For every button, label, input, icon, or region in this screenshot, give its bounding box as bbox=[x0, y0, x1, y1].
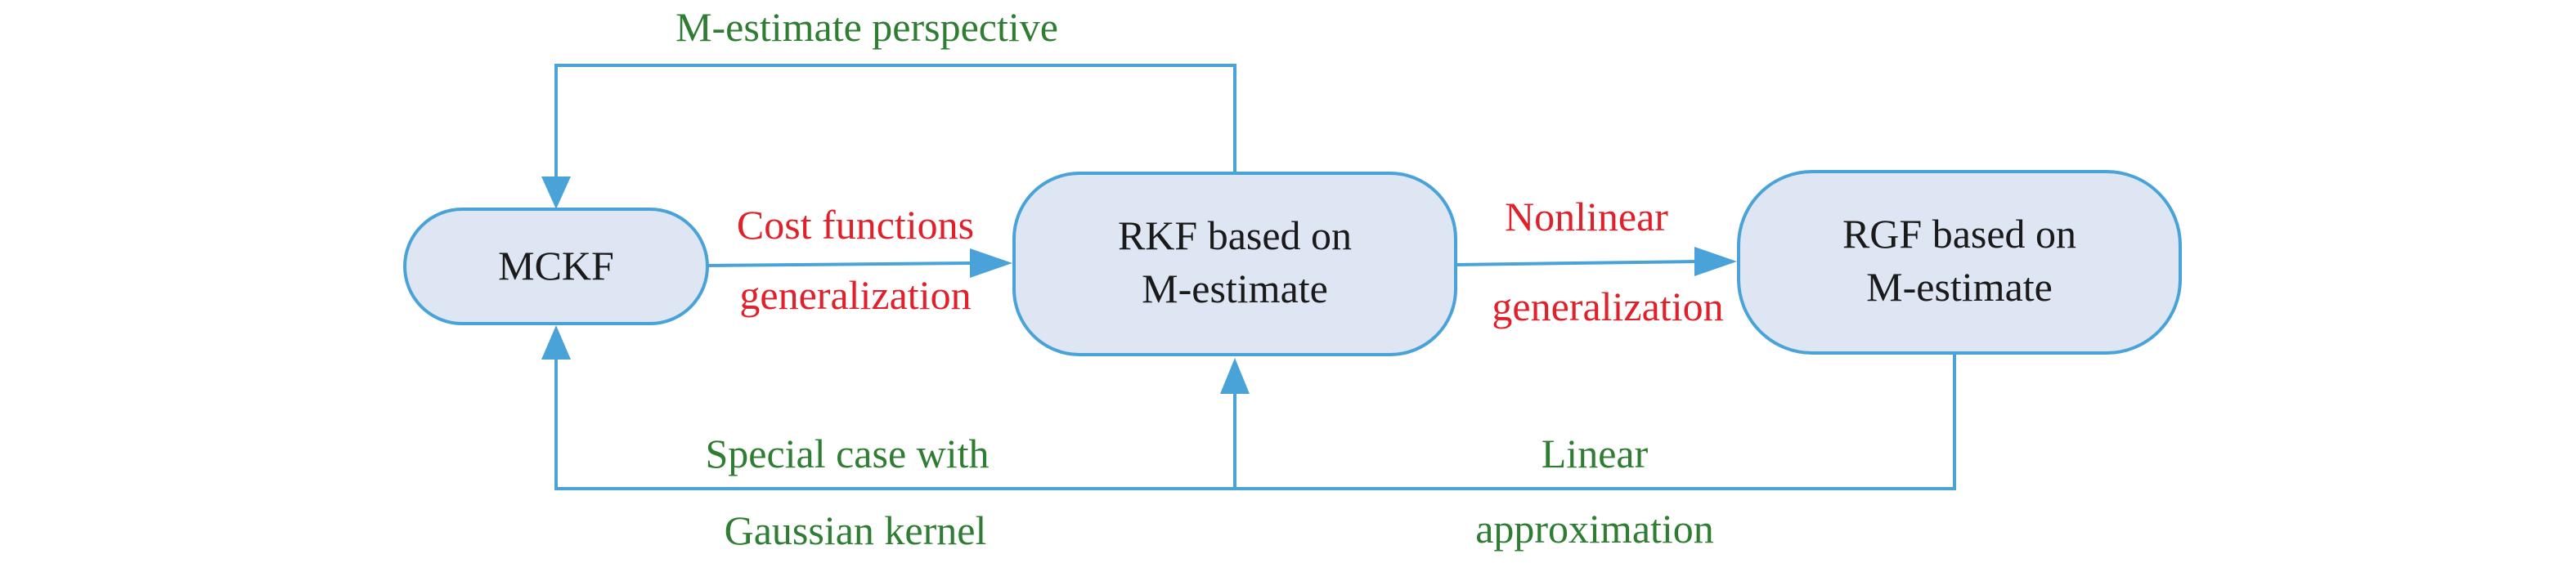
rkf-to-rgf-label-line2: generalization bbox=[1492, 284, 1723, 329]
rkf-to-rgf-label-line1: Nonlinear bbox=[1505, 194, 1668, 239]
rkf-node: RKF based on M-estimate bbox=[1012, 172, 1457, 356]
rkf-box bbox=[1012, 172, 1457, 356]
rkf-to-rgf-line bbox=[1455, 260, 1699, 266]
bottom-loop-line bbox=[554, 353, 1956, 490]
rgf-label-line2: M-estimate bbox=[1866, 264, 2053, 310]
linear-approx-label-line2: approximation bbox=[1475, 506, 1714, 552]
mckf-node: MCKF bbox=[403, 208, 709, 325]
special-case-label-line1: Special case with bbox=[705, 431, 989, 476]
rkf-to-rgf-arrowhead bbox=[1694, 247, 1737, 276]
special-case-arrowhead bbox=[541, 325, 571, 360]
rgf-node: RGF based on M-estimate bbox=[1737, 170, 2182, 355]
top-feedback-arrowhead bbox=[541, 176, 571, 209]
mckf-to-rkf-label-line2: generalization bbox=[739, 272, 971, 318]
special-case-label-line2: Gaussian kernel bbox=[725, 507, 987, 553]
rgf-box bbox=[1737, 170, 2182, 355]
mckf-to-rkf-label-line1: Cost functions bbox=[737, 202, 974, 248]
top-feedback-label: M-estimate perspective bbox=[675, 4, 1058, 50]
mckf-box bbox=[403, 208, 709, 325]
mckf-label: MCKF bbox=[498, 243, 614, 288]
mckf-to-rkf-arrowhead bbox=[970, 248, 1012, 278]
rkf-label-line1: RKF based on bbox=[1118, 212, 1352, 258]
linear-approx-arrowhead bbox=[1220, 358, 1250, 394]
top-feedback-line bbox=[554, 64, 1236, 178]
linear-approx-label-line1: Linear bbox=[1542, 431, 1649, 476]
mckf-to-rkf-line bbox=[707, 261, 974, 267]
rkf-label-line2: M-estimate bbox=[1142, 266, 1328, 311]
rgf-label-line1: RGF based on bbox=[1842, 211, 2076, 257]
